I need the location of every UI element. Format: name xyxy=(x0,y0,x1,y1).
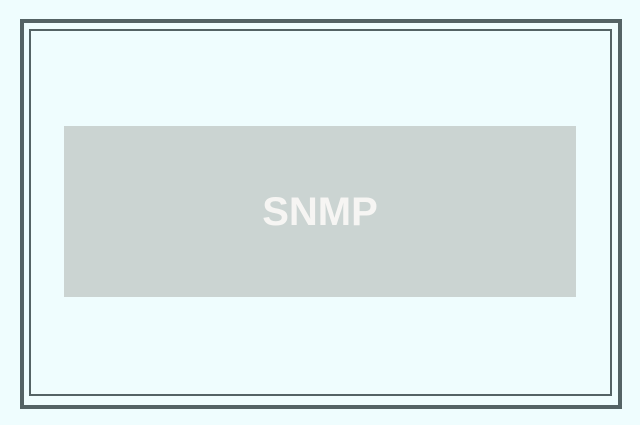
placeholder-label: SNMP xyxy=(262,189,378,234)
snmp-placeholder-box: SNMP xyxy=(64,126,576,297)
inner-border-frame xyxy=(29,29,612,396)
outer-border-frame xyxy=(20,19,622,409)
